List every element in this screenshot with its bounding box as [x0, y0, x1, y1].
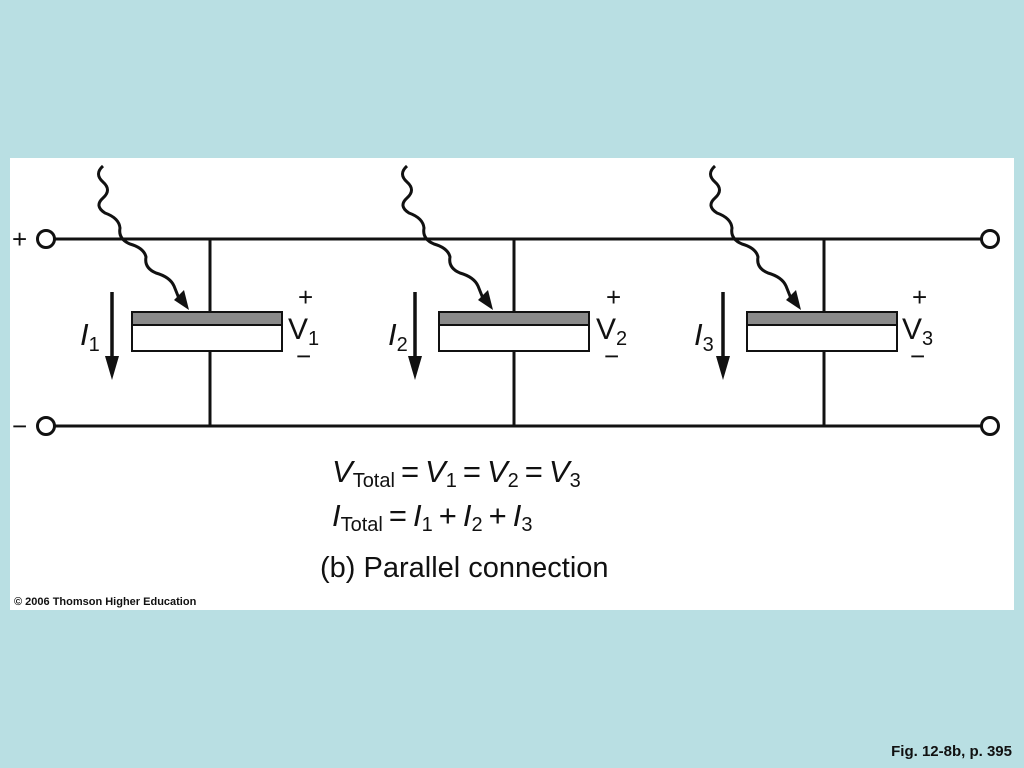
cell-3-current-label: I3 [694, 317, 714, 356]
formula-v-eq-1: = [400, 454, 420, 489]
cell-1-current-arrow-icon [105, 356, 119, 380]
cell-1-voltage-plus: + [298, 282, 313, 312]
formula-v-eq-2: = [462, 454, 481, 489]
formula-i-term-2-sub: 2 [471, 514, 483, 536]
formula-v-term-3: V [548, 454, 570, 489]
formula-i-term-2: I [462, 498, 472, 533]
cell-1-arrow-icon [174, 290, 189, 310]
cell-3-bottom-layer [746, 324, 898, 352]
formula-i-lhs: I [332, 498, 341, 533]
formula-v-term-2: V [486, 454, 508, 489]
solar-cell-3: I3 + V3 − [694, 164, 933, 426]
cell-1-voltage-minus: − [296, 341, 311, 371]
right-positive-terminal [980, 229, 1000, 249]
cell-3-current-arrow-icon [716, 356, 730, 380]
right-negative-terminal [980, 416, 1000, 436]
cell-2-arrow-icon [478, 290, 493, 310]
cell-3-top-layer [746, 311, 898, 326]
solar-cell-2: I2 + V2 − [388, 164, 627, 426]
formula-v-term-1-sub: 1 [445, 470, 457, 492]
current-formula: ITotal=I1+I2+I3 [332, 500, 532, 535]
cell-2-voltage-minus: − [604, 341, 619, 371]
cell-3-voltage-label: V3 [902, 313, 933, 350]
cell-1-voltage-label: V1 [288, 313, 319, 350]
cell-2-voltage-plus: + [606, 282, 621, 312]
cell-2-bottom-layer [438, 324, 590, 352]
formula-i-lhs-sub: Total [340, 514, 383, 536]
left-positive-terminal [36, 229, 56, 249]
circuit-diagram: + − I1 + V1 − [12, 164, 1000, 441]
formula-v-term-1: V [425, 454, 446, 489]
copyright-notice: © 2006 Thomson Higher Education [14, 596, 197, 608]
cell-3-voltage-minus: − [910, 341, 925, 371]
cell-2-current-label: I2 [388, 317, 408, 356]
figure-caption: (b) Parallel connection [320, 552, 609, 584]
formula-v-eq-3: = [524, 454, 543, 489]
formula-v-lhs: V [332, 454, 353, 489]
formula-i-term-1-sub: 1 [421, 514, 433, 536]
formula-i-term-3: I [512, 498, 522, 533]
formula-v-lhs-sub: Total [352, 470, 395, 492]
formula-i-term-1: I [412, 498, 422, 533]
cell-3-light-ray [709, 164, 794, 302]
left-negative-terminal [36, 416, 56, 436]
formula-i-plus-1: + [438, 498, 457, 533]
negative-terminal-label: − [12, 411, 27, 441]
cell-1-bottom-layer [131, 324, 283, 352]
formula-v-term-2-sub: 2 [507, 470, 519, 492]
figure-reference: Fig. 12-8b, p. 395 [891, 743, 1012, 760]
cell-2-current-arrow-icon [408, 356, 422, 380]
formula-i-term-3-sub: 3 [521, 514, 533, 536]
cell-2-top-layer [438, 311, 590, 326]
formula-i-eq: = [388, 498, 407, 533]
cell-1-current-label: I1 [80, 317, 100, 356]
cell-3-voltage-plus: + [912, 282, 927, 312]
figure-panel: + − I1 + V1 − [10, 158, 1014, 610]
solar-cell-1: I1 + V1 − [80, 164, 319, 426]
positive-terminal-label: + [12, 224, 27, 254]
cell-3-arrow-icon [786, 290, 801, 310]
cell-2-voltage-label: V2 [596, 313, 627, 350]
cell-1-top-layer [131, 311, 283, 326]
cell-1-light-ray [97, 164, 182, 302]
cell-2-light-ray [401, 164, 486, 302]
voltage-formula: VTotal=V1=V2=V3 [332, 456, 581, 491]
formula-v-term-3-sub: 3 [569, 470, 581, 492]
formula-i-plus-2: + [488, 498, 507, 533]
